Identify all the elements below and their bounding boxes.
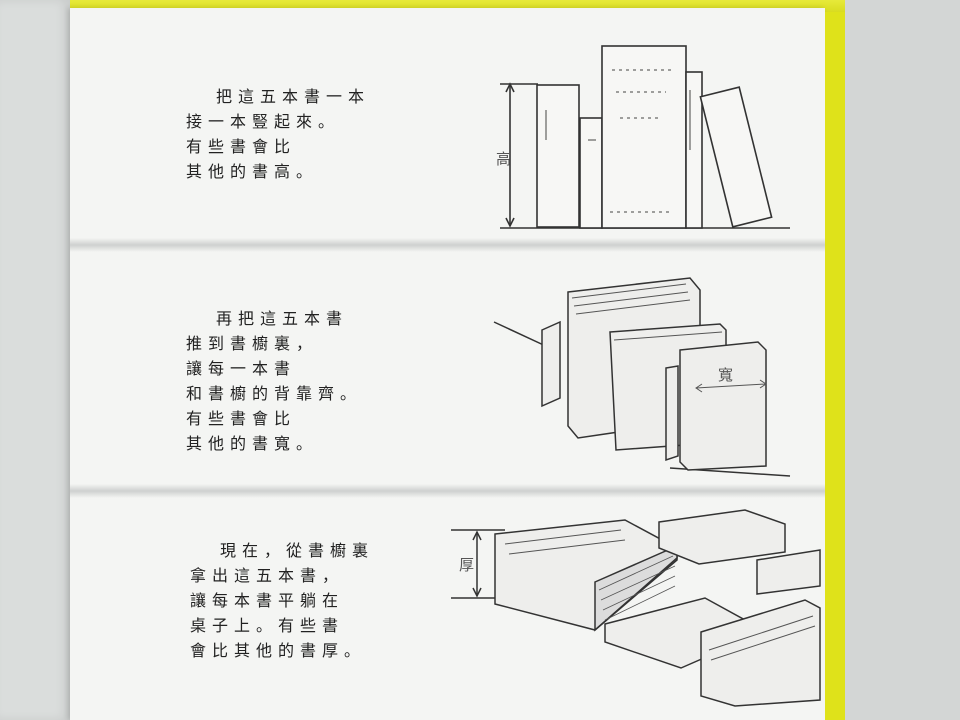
arrow-head-top	[472, 530, 482, 541]
arrow-head-bottom	[505, 217, 515, 228]
section-2-text: 再把這五本書 推到書櫥裏， 讓每一本書 和書櫥的背靠齊。 有些書會比 其他的書寬…	[186, 306, 362, 456]
text-line: 會比其他的書厚。	[190, 641, 367, 660]
book-front	[679, 341, 767, 471]
height-label: 高	[496, 150, 511, 168]
book-5-leaning	[699, 86, 773, 228]
book-spine-small	[541, 320, 561, 408]
section-3-text: 現在，從書櫥裏 拿出這五本書， 讓每本書平躺在 桌子上。有些書 會比其他的書厚。	[190, 538, 374, 663]
text-line: 把這五本書一本	[216, 87, 371, 106]
book-1	[536, 84, 580, 228]
text-line: 有些書會比	[186, 409, 297, 428]
arrow-head-top	[505, 82, 515, 93]
section-1-text: 把這五本書一本 接一本豎起來。 有些書會比 其他的書高。	[186, 84, 370, 184]
book-3-tall	[601, 45, 687, 229]
left-page-edge	[0, 0, 70, 720]
text-line: 和書櫥的背靠齊。	[186, 384, 363, 403]
text-line: 其他的書寬。	[186, 434, 319, 453]
text-line: 桌子上。有些書	[190, 616, 345, 635]
thickness-label: 厚	[459, 556, 474, 574]
section-divider	[70, 238, 825, 252]
text-line: 現在，從書櫥裏	[220, 541, 375, 560]
text-line: 再把這五本書	[216, 309, 349, 328]
book-4	[685, 71, 703, 229]
arrow-head-bottom	[472, 587, 482, 598]
shelf-back-line	[493, 321, 551, 349]
book-back-right	[658, 509, 786, 565]
text-line: 有些書會比	[186, 137, 297, 156]
book-front-right	[700, 599, 821, 707]
book-thin	[665, 365, 679, 462]
background	[845, 0, 960, 720]
thick-book-pages	[594, 544, 678, 632]
book-2	[579, 117, 603, 229]
width-label: 寬	[718, 366, 733, 384]
thick-book	[494, 519, 678, 631]
text-line: 接一本豎起來。	[186, 112, 341, 131]
text-line: 推到書櫥裏，	[186, 334, 319, 353]
book-edge-right	[756, 549, 821, 595]
text-line: 讓每一本書	[186, 359, 297, 378]
text-line: 讓每本書平躺在	[190, 591, 345, 610]
text-line: 拿出這五本書，	[190, 566, 345, 585]
flat-books-illustration: 厚	[451, 509, 821, 707]
book-cover-right-edge	[825, 12, 845, 720]
shelved-books-illustration: 寬	[493, 277, 791, 477]
text-line: 其他的書高。	[186, 162, 319, 181]
section-divider	[70, 484, 825, 498]
standing-books-illustration: 高	[496, 45, 790, 229]
